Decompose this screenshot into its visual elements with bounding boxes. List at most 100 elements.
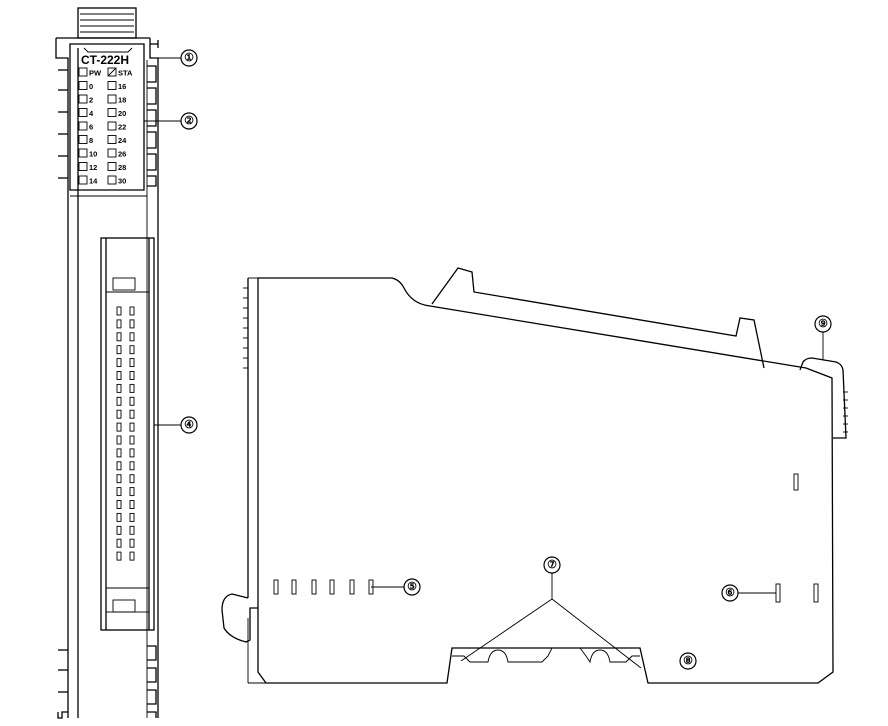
terminal-pin (116, 409, 122, 419)
led-indicator (78, 135, 88, 144)
terminal-pin (129, 435, 135, 445)
led-indicator (78, 162, 88, 171)
callout-7: ⑦ (543, 556, 561, 574)
led-label: 6 (89, 123, 93, 132)
right-latch (799, 357, 848, 439)
terminal-connector (100, 237, 155, 631)
terminal-pin (129, 358, 135, 368)
terminal-pin (129, 512, 135, 522)
led-label: STA (118, 69, 133, 78)
callout-8-label: ⑧ (683, 655, 693, 667)
callout-6: ⑥ (721, 584, 739, 602)
led-indicator (78, 67, 88, 77)
terminal-pin (129, 409, 135, 419)
led-indicator (78, 81, 88, 90)
led-indicator (107, 148, 117, 158)
callout-2: ② (180, 112, 198, 130)
terminal-pin (116, 358, 122, 368)
led-indicator (78, 108, 88, 117)
callout-4-label: ④ (184, 419, 194, 431)
rail-profile (452, 647, 553, 663)
led-label: 30 (118, 177, 126, 186)
sta-indicator-slash (107, 67, 117, 77)
model-label: CT-222H (81, 53, 129, 67)
led-indicator (107, 94, 117, 104)
slot-upper (793, 473, 799, 491)
leader-lines (144, 57, 824, 669)
led-indicator (107, 67, 117, 77)
led-label: 18 (118, 96, 126, 105)
led-label: 8 (89, 136, 93, 145)
terminal-pin (129, 306, 135, 316)
callout-9: ⑨ (814, 315, 832, 333)
callout-4: ④ (180, 416, 198, 434)
led-label: 24 (118, 136, 127, 145)
terminal-pin (116, 551, 122, 561)
led-label: 2 (89, 96, 93, 105)
terminal-pin (116, 474, 122, 484)
led-label: 20 (118, 109, 126, 118)
led-label: 28 (118, 163, 126, 172)
led-indicator (78, 94, 88, 104)
terminal-pin (116, 319, 122, 329)
callout-5-label: ⑤ (407, 581, 417, 593)
led-indicator (107, 108, 117, 117)
terminal-pin (116, 448, 122, 458)
callout-5: ⑤ (403, 578, 421, 596)
callout-2-label: ② (184, 115, 194, 127)
led-label: 22 (118, 123, 126, 132)
terminal-pin (129, 551, 135, 561)
led-indicator (107, 121, 117, 131)
led-indicator (107, 175, 117, 185)
led-label: PW (89, 69, 102, 78)
led-indicator (107, 162, 117, 171)
terminal-pin (129, 448, 135, 458)
terminal-pin (116, 396, 122, 406)
side-ribs-left (243, 287, 248, 369)
terminal-pin (129, 461, 135, 471)
led-indicator (107, 81, 117, 90)
terminal-pins-right (129, 306, 135, 561)
callout-8: ⑧ (679, 652, 697, 670)
terminal-pin (129, 396, 135, 406)
slot-right (813, 583, 819, 603)
terminal-pin (129, 487, 135, 497)
led-indicator (78, 148, 88, 158)
terminal-pin (116, 461, 122, 471)
terminal-pin (129, 383, 135, 393)
terminal-pin (116, 435, 122, 445)
top-ridge (431, 267, 765, 369)
terminal-pin (129, 538, 135, 548)
terminal-pin (129, 319, 135, 329)
terminal-pin (116, 422, 122, 432)
terminal-pin (116, 332, 122, 342)
terminal-pin (116, 383, 122, 393)
callout-1-label: ① (184, 52, 194, 64)
led-indicator (78, 175, 88, 185)
terminal-pin (116, 538, 122, 548)
callout-7-label: ⑦ (547, 559, 557, 571)
terminal-pins-left (116, 306, 122, 561)
terminal-pin (116, 345, 122, 355)
terminal-pin (129, 525, 135, 535)
callout-1: ① (180, 49, 198, 67)
terminal-pin (129, 474, 135, 484)
terminal-pin (116, 512, 122, 522)
led-label: 16 (118, 82, 126, 91)
slot-mid (775, 583, 781, 603)
led-indicator (78, 121, 88, 131)
callout-6-label: ⑥ (725, 587, 735, 599)
terminal-pin (116, 306, 122, 316)
din-clip (221, 593, 258, 643)
led-label: 4 (89, 109, 94, 118)
terminal-pin (116, 500, 122, 509)
led-label: 10 (89, 150, 97, 159)
terminal-pin (116, 525, 122, 535)
terminal-pin (129, 422, 135, 432)
top-connector (55, 7, 159, 48)
led-label: 26 (118, 150, 126, 159)
